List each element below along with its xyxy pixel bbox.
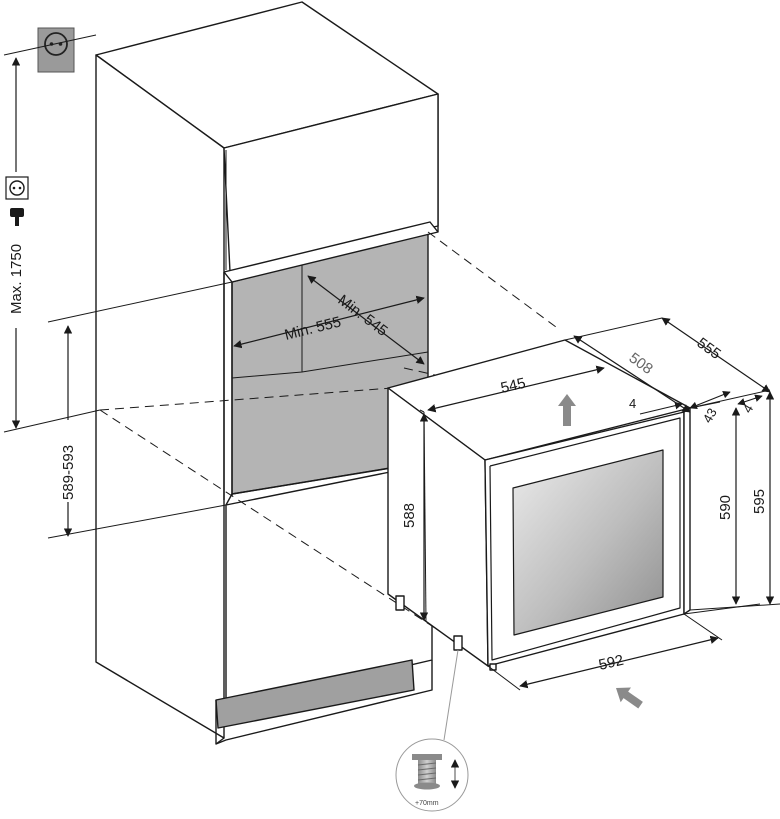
wall-socket — [37, 27, 75, 73]
adjustable-foot-icon — [412, 754, 460, 790]
arrow-diagonal-icon — [616, 687, 643, 709]
depth-555-label: 555 — [694, 334, 724, 362]
width-545-label: 545 — [499, 375, 527, 397]
power-socket-icon — [5, 176, 29, 200]
width-592-label: 592 — [597, 652, 625, 674]
tall-cabinet — [95, 1, 439, 745]
height-588-label: 588 — [401, 503, 418, 528]
depth-508-line — [573, 335, 691, 413]
arrow-up-icon — [558, 394, 576, 426]
gap-4-line — [639, 401, 683, 415]
depth-555-line — [661, 317, 771, 393]
thickness-43-line — [689, 390, 731, 410]
width-592-line — [519, 635, 719, 689]
max-height-dimension: Max. 1750 — [5, 57, 29, 429]
max-height-label: Max. 1750 — [8, 244, 25, 314]
side-gap-4-line — [737, 394, 763, 406]
niche-height-dimension: 589-593 — [60, 325, 77, 537]
height-590-label: 590 — [717, 495, 734, 520]
thickness-43-label: 43 — [700, 405, 720, 425]
power-plug-icon — [10, 208, 24, 226]
appliance — [387, 339, 691, 671]
adjustable-foot-detail: +70mm — [395, 649, 469, 812]
side-gap-4-label: 4 — [740, 402, 757, 416]
depth-508-label: 508 — [626, 349, 656, 377]
niche-height-label: 589-593 — [60, 445, 77, 500]
niche-inner-dimensions — [233, 275, 425, 365]
gap-4-label: 4 — [629, 396, 636, 411]
foot-adjust-label: +70mm — [415, 800, 439, 807]
height-595-label: 595 — [751, 489, 768, 514]
